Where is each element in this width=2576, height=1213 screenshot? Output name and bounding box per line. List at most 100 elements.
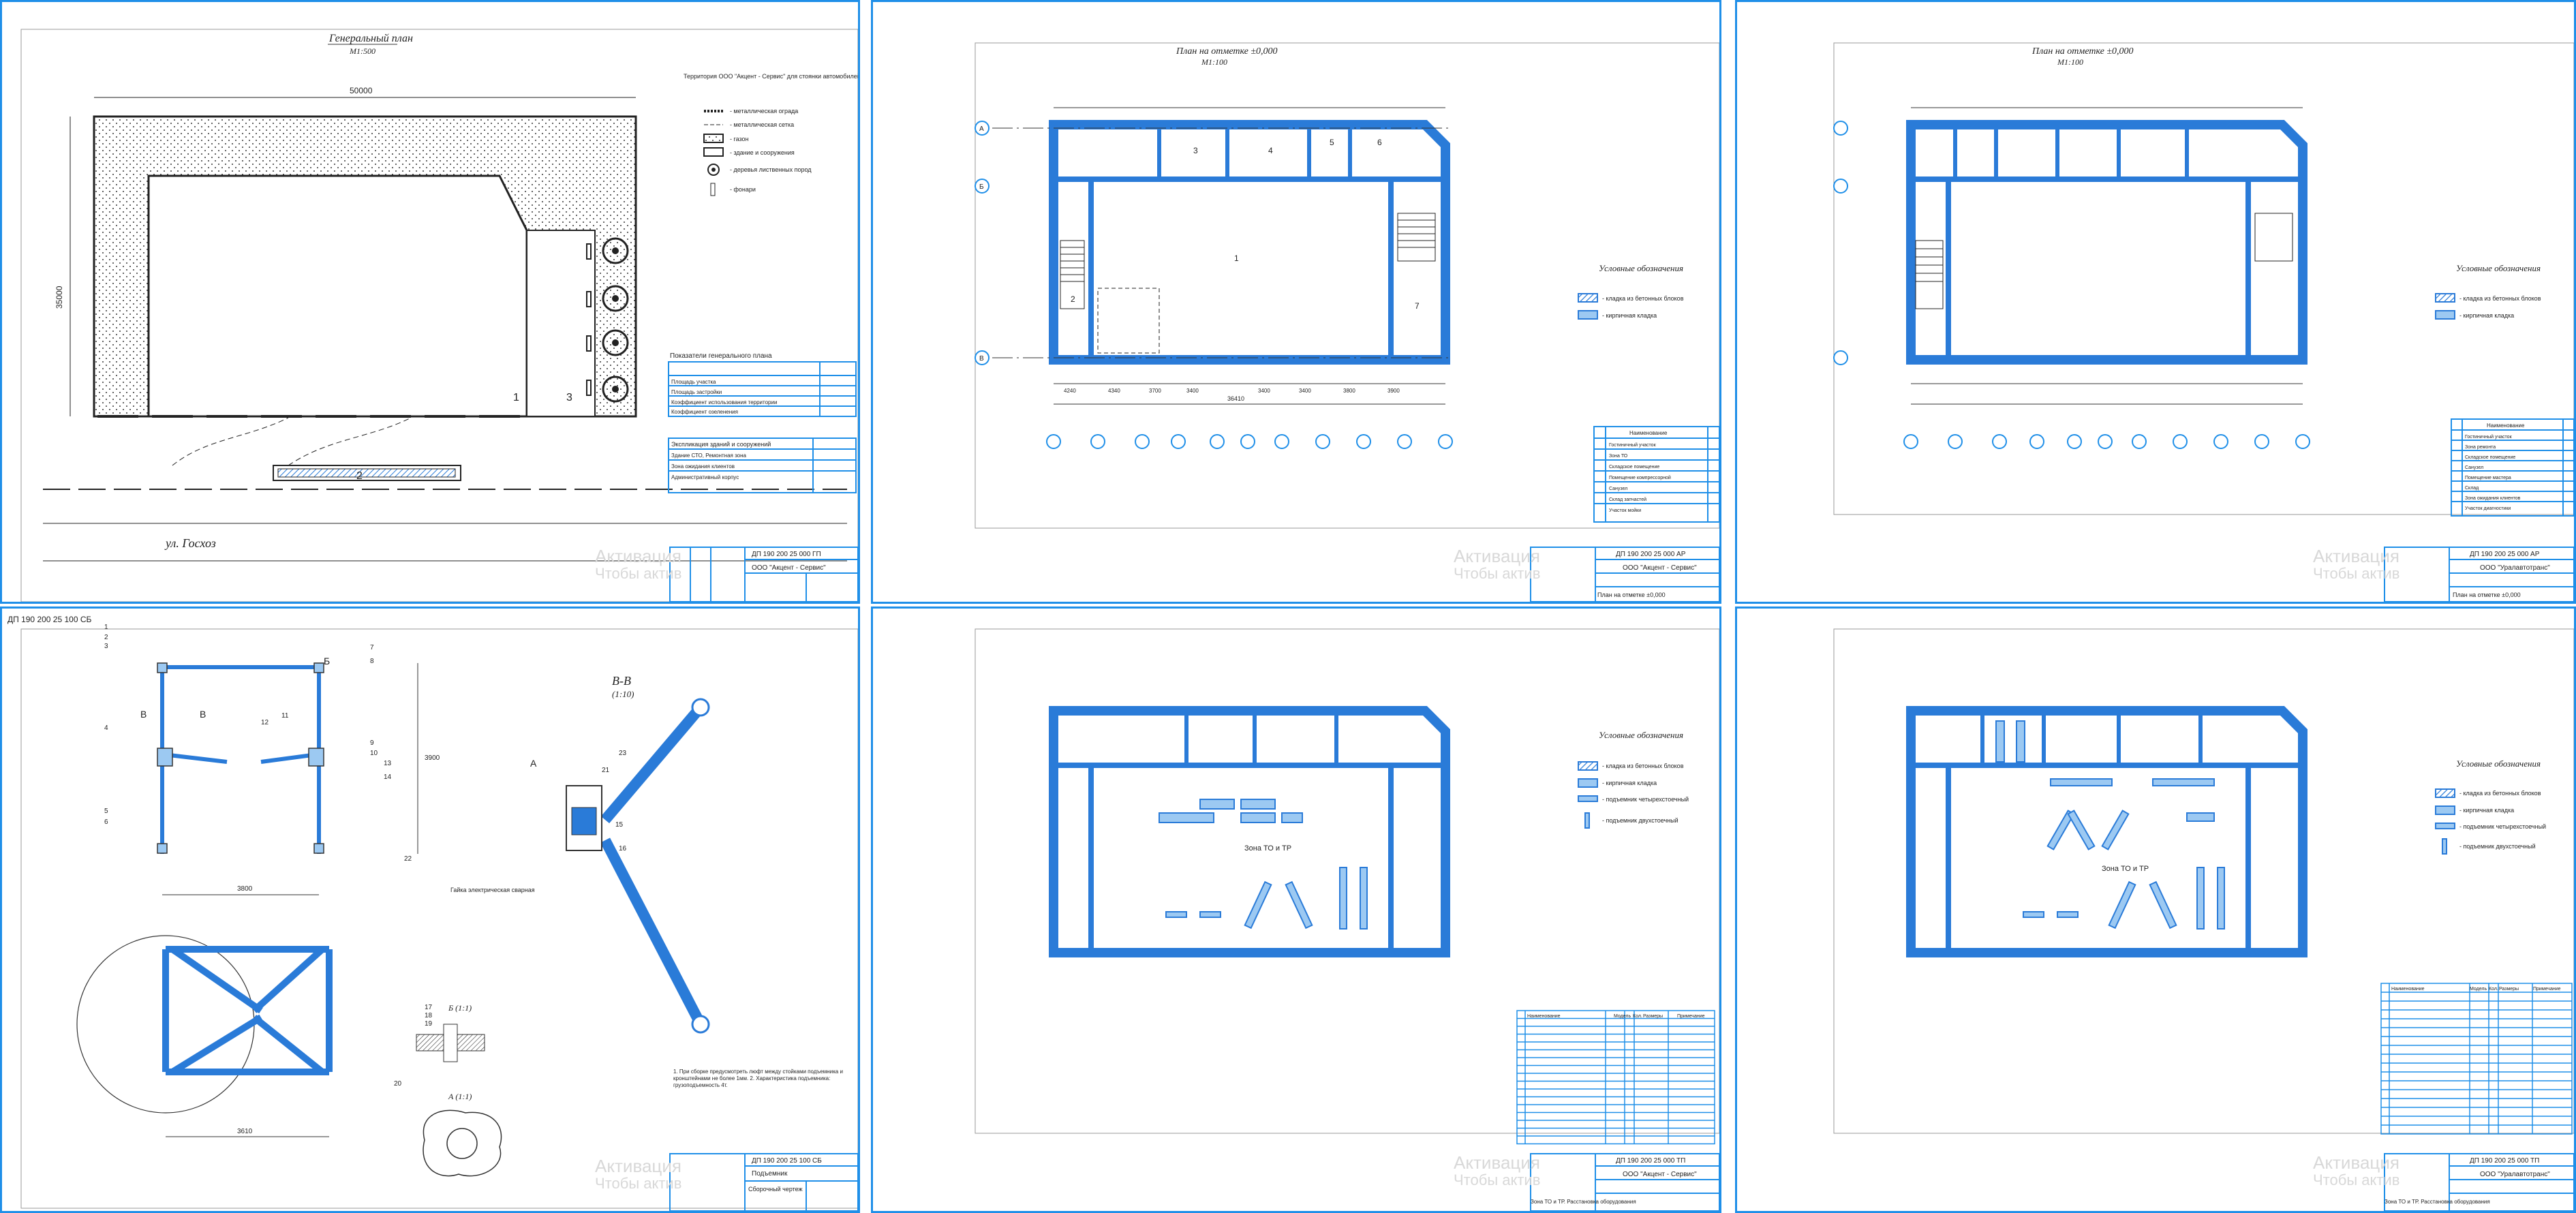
fp1-scale: М1:100 xyxy=(1201,57,1227,67)
lift-dim-bottom: 3610 xyxy=(237,1128,253,1135)
eq2-th-size: Размеры xyxy=(2499,987,2519,992)
legend-item-5: - деревья лиственных пород xyxy=(730,166,812,173)
sheet-floor-plan-1[interactable]: План на отметке ±0,000 М1:100 xyxy=(871,0,1721,604)
view-b-label: Б (1:1) xyxy=(448,1003,472,1013)
fp2-legend-1: - кладка из бетонных блоков xyxy=(2459,295,2541,302)
fp2-table-row: Санузел xyxy=(2465,465,2483,470)
fp1-legend-title: Условные обозначения xyxy=(1599,263,1683,273)
activation-watermark: Активация Чтобы актив xyxy=(595,1157,681,1193)
sheet-equipment-layout-2[interactable]: Зона ТО и ТР Условные обозначения - клад… xyxy=(1735,606,2576,1213)
fp1-room-7: 7 xyxy=(1415,301,1420,311)
eq2-stamp-code: ДП 190 200 25 000 ТП xyxy=(2470,1157,2539,1165)
section-label: В-В xyxy=(612,674,631,688)
fp2-scale: М1:100 xyxy=(2057,57,2083,67)
lift-assembly-drawing: ДП 190 200 25 100 СБ 3800 3900 Б В В xyxy=(7,615,858,1211)
sheet-floor-plan-2[interactable]: План на отметке ±0,000 М1:100 xyxy=(1735,0,2576,604)
sheet-general-plan[interactable]: Генеральный план М1:500 ул. Госхоз 50000… xyxy=(0,0,860,604)
eq1-walls xyxy=(1049,706,1450,957)
part-number: 19 xyxy=(425,1020,433,1028)
fp2-table-row: Склад xyxy=(2465,486,2479,491)
sheet-lift-assembly[interactable]: ДП 190 200 25 100 СБ 3800 3900 Б В В xyxy=(0,606,860,1213)
fp1-title: План на отметке ±0,000 xyxy=(1176,46,1278,57)
num-2: 2 xyxy=(356,470,363,482)
plan-scale: М1:500 xyxy=(349,46,375,56)
t1-row-1: Площадь участка xyxy=(671,379,716,385)
lift-stamp-code: ДП 190 200 25 100 СБ xyxy=(752,1157,822,1165)
fp2-table-row: Складское помещение xyxy=(2465,455,2515,460)
part-number: 13 xyxy=(384,760,392,767)
t2-row-2: Зона ожидания клиентов xyxy=(671,463,735,470)
watermark-line-2: Чтобы актив xyxy=(1454,1171,1541,1188)
general-plan-drawing: Генеральный план М1:500 ул. Госхоз 50000… xyxy=(20,29,858,602)
fp1-axes xyxy=(975,121,1453,449)
lift-notes: 1. При сборке предусмотреть люфт между с… xyxy=(673,1069,843,1088)
eq2-th-model: Модель xyxy=(2470,987,2487,992)
part-number: 8 xyxy=(370,658,374,665)
part-number: 23 xyxy=(619,750,627,757)
part-number: 9 xyxy=(370,739,374,747)
eq2-legend-2: - кирпичная кладка xyxy=(2459,807,2514,814)
eq1-sheet-name: Зона ТО и ТР. Расстановка оборудования xyxy=(1531,1199,1636,1205)
fp1-room-3: 3 xyxy=(1193,146,1198,155)
floor-plan-1-drawing: План на отметке ±0,000 М1:100 xyxy=(975,42,1719,602)
lift-plan-view xyxy=(162,946,333,1075)
eq1-legend-2: - кирпичная кладка xyxy=(1602,780,1657,786)
dim-top: 50000 xyxy=(350,86,373,95)
part-number: 17 xyxy=(425,1004,433,1011)
fp2-axes xyxy=(1833,121,2310,449)
section-scale: (1:10) xyxy=(612,689,634,699)
num-1: 1 xyxy=(513,392,519,403)
fp1-table-row: Участок мойки xyxy=(1609,508,1641,513)
t2-row-1: Здание СТО, Ремонтная зона xyxy=(671,452,747,459)
street-label: ул. Госхоз xyxy=(164,536,216,550)
fp2-table-header: Наименование xyxy=(2487,423,2525,429)
eq2-legend-3: - подъемник четырехстоечный xyxy=(2459,823,2546,830)
activation-watermark: Активация Чтобы актив xyxy=(1454,547,1540,583)
eq1-zone-label: Зона ТО и ТР xyxy=(1244,844,1291,853)
eq2-zone-label: Зона ТО и ТР xyxy=(2102,865,2149,873)
plan-title: Генеральный план xyxy=(328,33,413,44)
sheet-equipment-layout-1[interactable]: Зона ТО и ТР Условные обозначения - клад… xyxy=(871,606,1721,1213)
fp2-stamp-company: ООО "Уралавтотранс" xyxy=(2480,564,2550,572)
fp2-title-block xyxy=(2384,547,2574,602)
view-a-label: А (1:1) xyxy=(448,1092,472,1101)
fp1-table-row: Помещение компрессорной xyxy=(1609,475,1671,480)
fp1-sheet-name: План на отметке ±0,000 xyxy=(1597,592,1666,598)
part-number: 15 xyxy=(615,821,624,829)
fp2-legend-title: Условные обозначения xyxy=(2456,263,2541,273)
legend-item-1: - металлическая ограда xyxy=(730,108,798,114)
eq2-legend-1: - кладка из бетонных блоков xyxy=(2459,790,2541,797)
eq1-th-model: Модель xyxy=(1614,1014,1631,1019)
eq1-spec-table xyxy=(1516,1010,1715,1145)
lift-dim-width: 3800 xyxy=(237,885,253,893)
watermark-line-2: Чтобы актив xyxy=(595,1175,682,1192)
part-number: 14 xyxy=(384,773,392,781)
watermark-line-1: Активация xyxy=(2313,1152,2399,1173)
lift-stamp-subtitle: Сборочный чертеж xyxy=(748,1186,803,1193)
dim-left: 35000 xyxy=(55,286,64,309)
part-number: 7 xyxy=(370,644,374,651)
eq2-spec-table xyxy=(2380,983,2573,1135)
eq2-title-block xyxy=(2384,1153,2574,1211)
secondary-building xyxy=(526,230,596,417)
fp2-legend-2: - кирпичная кладка xyxy=(2459,312,2514,319)
fp1-dim-8: 3900 xyxy=(1387,388,1400,394)
eq2-th-note: Примечание xyxy=(2533,987,2561,992)
eq1-stamp-code: ДП 190 200 25 000 ТП xyxy=(1616,1157,1685,1165)
fp1-title-block xyxy=(1530,547,1719,602)
lift-letter-a: А xyxy=(530,758,537,769)
eq2-th-qty: Кол. xyxy=(2489,987,2498,992)
part-number: 6 xyxy=(104,818,108,826)
fp1-table-header: Наименование xyxy=(1629,430,1668,436)
part-number: 1 xyxy=(104,624,108,631)
eq1-th-name: Наименование xyxy=(1527,1014,1561,1019)
part-number: 18 xyxy=(425,1012,433,1019)
fp2-walls xyxy=(1906,120,2307,365)
fp1-stamp-code: ДП 190 200 25 000 АР xyxy=(1616,551,1686,558)
trees xyxy=(602,237,629,403)
table2-title: Экспликация зданий и сооружений xyxy=(671,441,771,448)
eq1-equipment xyxy=(1159,799,1368,930)
activation-watermark: Активация Чтобы актив xyxy=(2313,547,2399,583)
fp1-dim-total: 36410 xyxy=(1227,395,1244,402)
fp2-sheet-name: План на отметке ±0,000 xyxy=(2453,592,2521,598)
